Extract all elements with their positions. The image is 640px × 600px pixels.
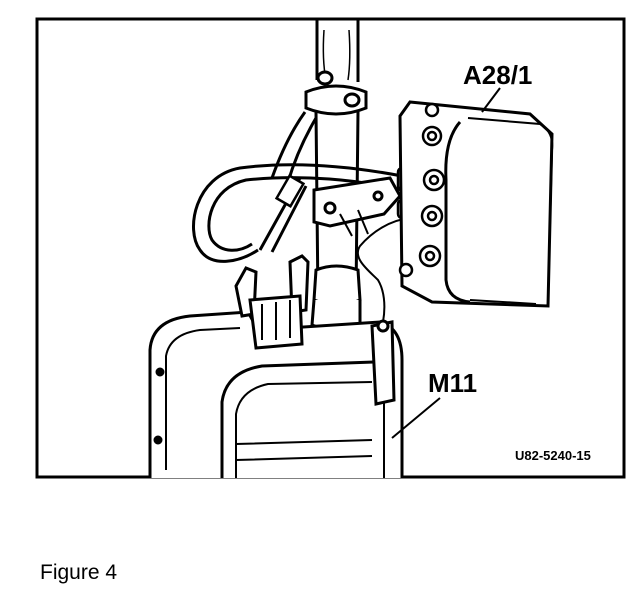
upper-clamp xyxy=(304,70,368,116)
label-module: A28/1 xyxy=(463,60,532,90)
label-motor: M11 xyxy=(428,368,477,398)
mounting-bracket xyxy=(312,176,402,237)
reference-code: U82-5240-15 xyxy=(515,448,591,463)
tube-sleeve xyxy=(310,264,362,332)
figure-caption: Figure 4 xyxy=(40,561,118,584)
leader-line-module xyxy=(481,87,501,113)
motor-strap xyxy=(370,319,396,406)
leader-line-motor xyxy=(391,397,441,439)
motor-plug xyxy=(234,254,310,350)
module-connectors xyxy=(398,102,446,278)
